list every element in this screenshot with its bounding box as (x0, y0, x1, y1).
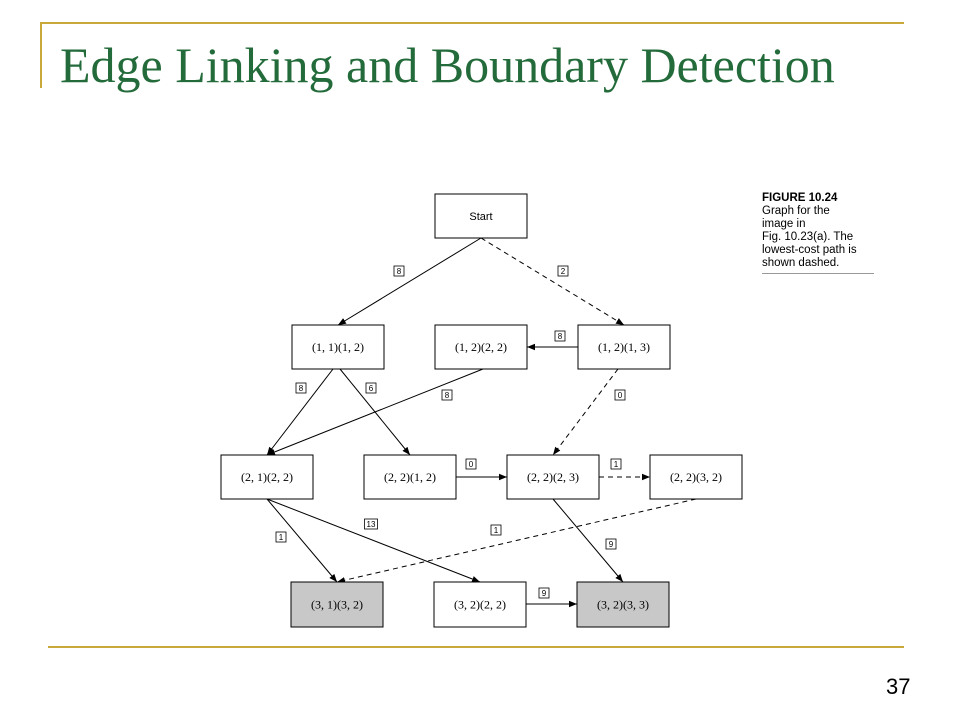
caption-rule (762, 273, 874, 274)
frame-bottom-rule (48, 646, 904, 648)
node-box-n_12_22 (434, 324, 528, 370)
edge-cost-box (393, 265, 405, 277)
edge-cost-label: 13 (367, 520, 376, 529)
edge-cost-box (365, 382, 377, 394)
edge-n_11_12-to-n_21_22 (266, 368, 334, 456)
edge-start-to-n_12_13 (480, 237, 625, 326)
edge-cost-box (275, 531, 287, 543)
node-label-n_32_33: (3, 2)(3, 3) (597, 598, 649, 612)
edge-cost-label: 1 (494, 526, 499, 535)
node-box-n_22_32 (649, 454, 743, 500)
edge-n_21_22-to-n_31_32 (266, 498, 338, 583)
frame-top-rule (40, 22, 904, 24)
edge-n_22_32-to-n_31_32 (336, 498, 697, 584)
node-box-n_31_32 (290, 581, 384, 628)
edge-cost-box (605, 538, 617, 550)
edge-n_12_13-to-n_22_23 (552, 368, 619, 456)
costs-layer: 8 2 8 8 6 8 0 0 1 1 13 1 9 9 (275, 265, 626, 599)
edge-cost-label: 0 (469, 460, 474, 469)
edge-cost-box (441, 389, 453, 401)
figure-caption: FIGURE 10.24 Graph for the image in Fig.… (762, 192, 874, 274)
frame-left-rule (40, 22, 42, 88)
edge-start-to-n_11_12 (337, 237, 482, 326)
node-box-n_32_33 (576, 581, 670, 628)
caption-title: FIGURE 10.24 (762, 192, 838, 204)
edge-cost-box (538, 587, 550, 599)
node-label-n_22_32: (2, 2)(3, 2) (670, 470, 722, 484)
edge-cost-label: 9 (609, 540, 614, 549)
edge-cost-label: 8 (445, 391, 450, 400)
edge-cost-box (295, 382, 307, 394)
node-label-n_12_22: (1, 2)(2, 2) (455, 340, 507, 354)
edge-cost-label: 1 (279, 533, 284, 542)
slide-title: Edge Linking and Boundary Detection (60, 37, 835, 93)
node-box-n_22_23 (506, 454, 600, 500)
node-label-n_11_12: (1, 1)(1, 2) (312, 340, 364, 354)
nodes-layer: Start (1, 1)(1, 2) (1, 2)(2, 2) (1, 2)(1, 3… (220, 193, 743, 628)
page-number: 37 (886, 674, 911, 699)
edge-n_22_23-to-n_32_33 (552, 498, 624, 583)
node-label-n_12_13: (1, 2)(1, 3) (598, 340, 650, 354)
edge-cost-label: 2 (561, 267, 566, 276)
edge-cost-label: 1 (614, 460, 619, 469)
caption-line: image in (762, 218, 806, 230)
caption-line: Fig. 10.23(a). The (762, 231, 854, 243)
node-box-n_32_22 (433, 581, 527, 628)
edge-cost-box (364, 518, 378, 530)
node-label-n_21_22: (2, 1)(2, 2) (241, 470, 293, 484)
node-box-start (434, 193, 528, 239)
edge-n_12_22-to-n_21_22 (266, 368, 484, 456)
edge-cost-box (490, 524, 502, 536)
edge-cost-box (557, 265, 569, 277)
edge-cost-label: 0 (618, 391, 623, 400)
node-box-n_12_13 (577, 324, 671, 370)
node-label-n_31_32: (3, 1)(3, 2) (311, 598, 363, 612)
node-label-start: Start (469, 211, 492, 223)
node-box-n_22_12 (363, 454, 457, 500)
edge-cost-label: 8 (397, 267, 402, 276)
edge-cost-box (554, 330, 566, 342)
caption-line: lowest-cost path is (762, 244, 857, 256)
edge-cost-label: 6 (369, 384, 374, 393)
edge-cost-label: 8 (558, 332, 563, 341)
edges-layer (266, 237, 697, 608)
node-box-n_21_22 (220, 454, 314, 500)
node-label-n_22_12: (2, 2)(1, 2) (384, 470, 436, 484)
edge-n_21_22-to-n_32_22 (266, 498, 481, 583)
node-label-n_32_22: (3, 2)(2, 2) (454, 598, 506, 612)
edge-cost-box (610, 458, 622, 470)
edge-cost-box (614, 389, 626, 401)
edge-cost-label: 9 (542, 589, 547, 598)
edge-cost-box (465, 458, 477, 470)
caption-line: shown dashed. (762, 257, 840, 269)
caption-line: Graph for the (762, 205, 830, 217)
edge-cost-label: 8 (299, 384, 304, 393)
node-box-n_11_12 (291, 324, 385, 370)
node-label-n_22_23: (2, 2)(2, 3) (527, 470, 579, 484)
